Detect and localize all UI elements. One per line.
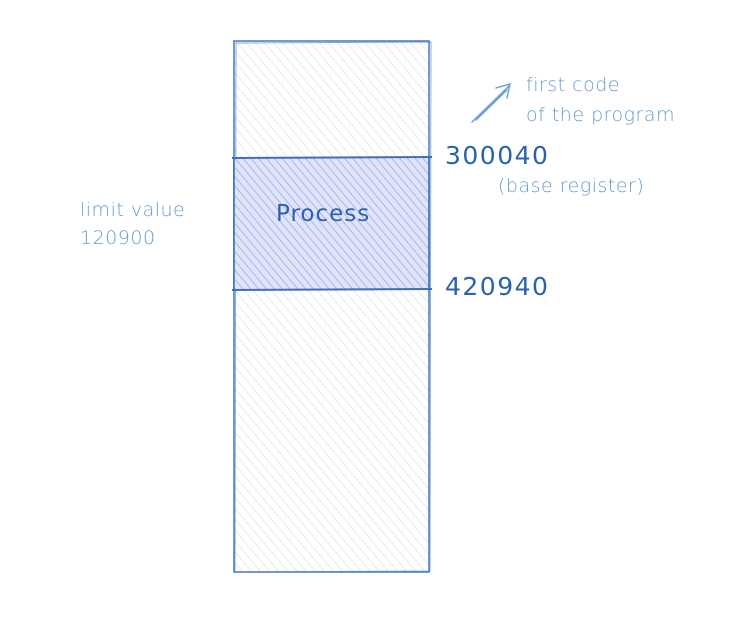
limit-label: limit value xyxy=(80,199,186,221)
base-register-caption: (base register) xyxy=(498,175,645,197)
memory-block xyxy=(233,40,432,573)
process-label: Process xyxy=(276,201,371,227)
base-address: 300040 xyxy=(445,141,550,170)
arrow-note-line2: of the program xyxy=(526,104,676,126)
process-region xyxy=(231,156,433,291)
end-address: 420940 xyxy=(445,272,550,301)
arrow-icon xyxy=(471,83,511,123)
arrow-note-line1: first code xyxy=(526,74,620,96)
limit-value: 120900 xyxy=(80,227,156,249)
